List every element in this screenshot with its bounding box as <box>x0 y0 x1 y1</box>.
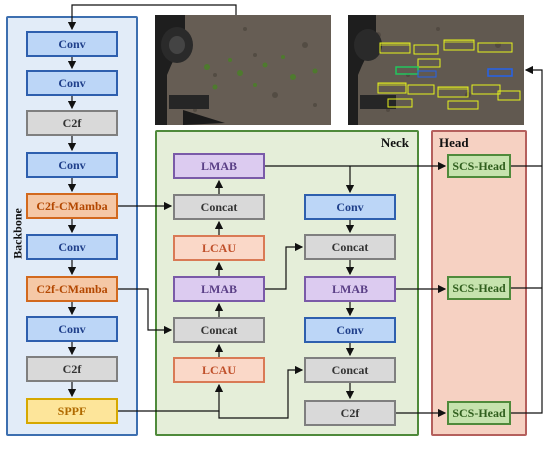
output-detection-image <box>348 15 524 125</box>
backbone-c2f-2: C2f <box>26 356 118 382</box>
backbone-conv-5: Conv <box>26 316 118 342</box>
neck-concat-1: Concat <box>173 194 265 220</box>
neck-c2f: C2f <box>304 400 396 426</box>
neck-lmab-1: LMAB <box>173 153 265 179</box>
backbone-conv-4: Conv <box>26 234 118 260</box>
neck-concat-4: Concat <box>304 357 396 383</box>
backbone-conv-1: Conv <box>26 31 118 57</box>
neck-lcau-2: LCAU <box>173 357 265 383</box>
backbone-conv-2: Conv <box>26 70 118 96</box>
input-field-image <box>155 15 331 125</box>
neck-concat-3: Concat <box>304 234 396 260</box>
neck-conv-2: Conv <box>304 317 396 343</box>
scs-head-1: SCS-Head <box>447 154 511 178</box>
backbone-conv-3: Conv <box>26 152 118 178</box>
backbone-sppf: SPPF <box>26 398 118 424</box>
backbone-c2f-cmamba-1: C2f-CMamba <box>26 193 118 219</box>
neck-label: Neck <box>380 135 409 150</box>
neck-concat-2: Concat <box>173 317 265 343</box>
backbone-c2f-1: C2f <box>26 110 118 136</box>
neck-conv-1: Conv <box>304 194 396 220</box>
neck-lmab-3: LMAB <box>304 276 396 302</box>
head-label: Head <box>439 135 469 150</box>
neck-lcau-1: LCAU <box>173 235 265 261</box>
scs-head-3: SCS-Head <box>447 401 511 425</box>
backbone-c2f-cmamba-2: C2f-CMamba <box>26 276 118 302</box>
scs-head-2: SCS-Head <box>447 276 511 300</box>
neck-lmab-2: LMAB <box>173 276 265 302</box>
